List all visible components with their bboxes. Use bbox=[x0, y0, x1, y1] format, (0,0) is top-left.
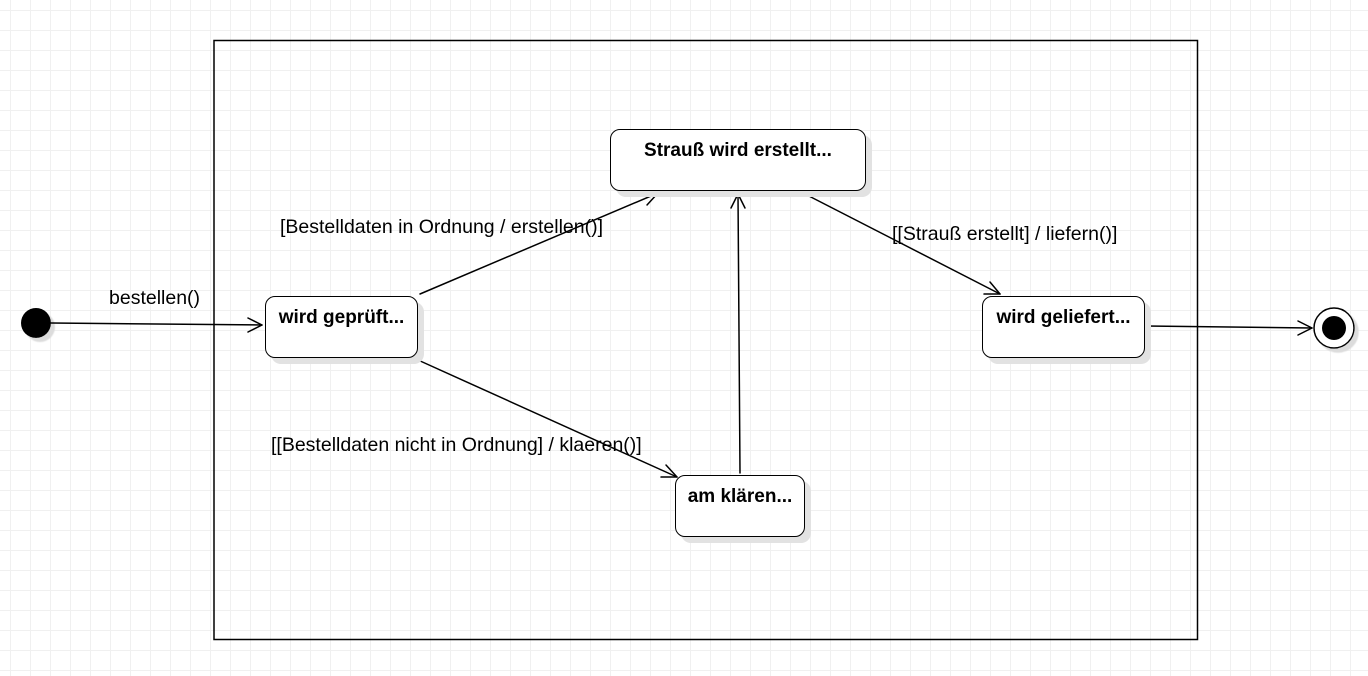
transition-geprueft-to-klaeren bbox=[417, 359, 678, 478]
final-node bbox=[1313, 307, 1355, 349]
transition-strauss-to-geliefert bbox=[804, 193, 1001, 295]
state-wird-geliefert[interactable]: wird geliefert... bbox=[982, 296, 1145, 358]
transition-initial-to-geprueft bbox=[50, 317, 263, 333]
transition-klaeren-to-strauss bbox=[730, 193, 746, 474]
transition-label-deliver: [[Strauß erstellt] / liefern()] bbox=[892, 223, 1118, 245]
transition-label-not-ok: [[Bestelldaten nicht in Ordnung] / klaer… bbox=[271, 434, 642, 456]
transition-label-ok: [Bestelldaten in Ordnung / erstellen()] bbox=[280, 216, 604, 238]
state-am-klaeren[interactable]: am klären... bbox=[675, 475, 805, 537]
state-strauss-wird-erstellt[interactable]: Strauß wird erstellt... bbox=[610, 129, 866, 191]
initial-event-label: bestellen() bbox=[109, 287, 201, 309]
initial-node bbox=[21, 308, 51, 338]
transition-geprueft-to-strauss bbox=[419, 192, 659, 295]
state-wird-geprueft[interactable]: wird geprüft... bbox=[265, 296, 418, 358]
composite-state-frame bbox=[213, 39, 1199, 641]
transition-geliefert-to-final bbox=[1145, 320, 1313, 336]
